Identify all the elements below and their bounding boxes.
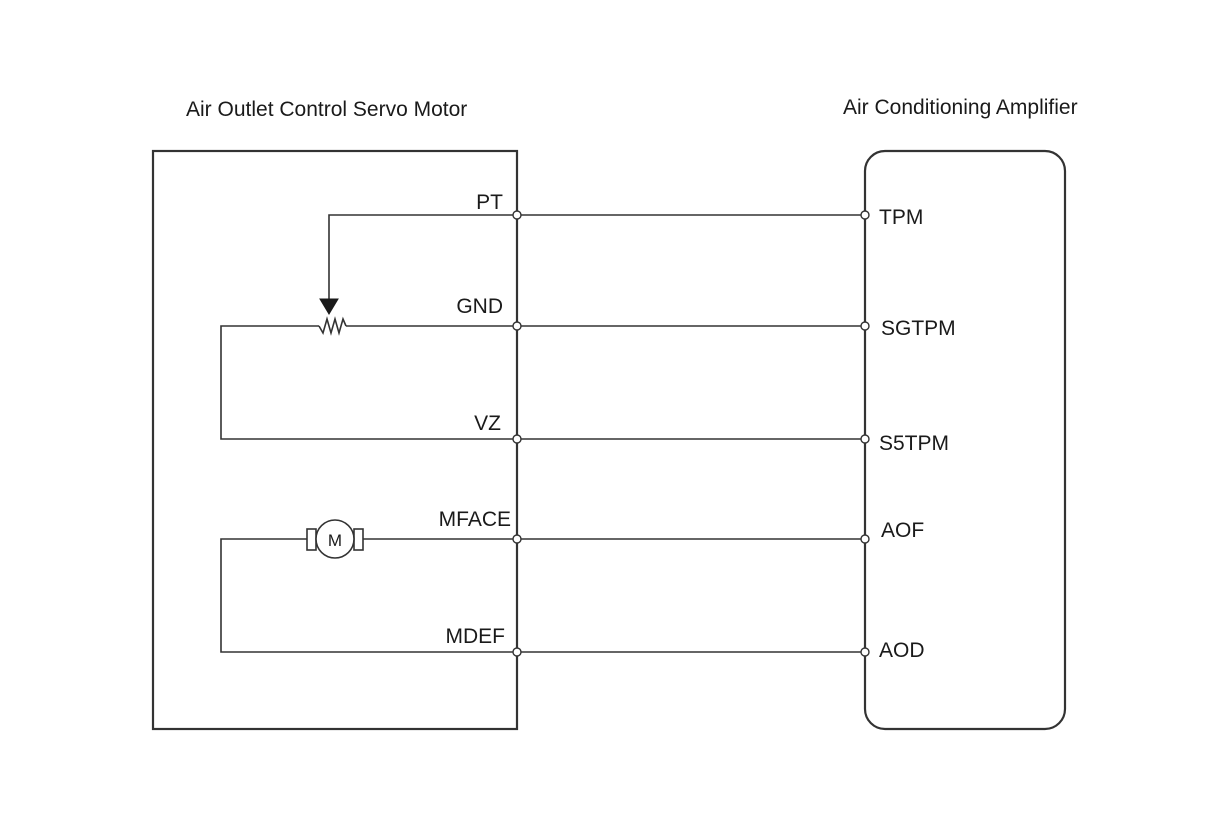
- vz-loop-wire: [220, 325, 517, 440]
- terminal-pt: [512, 210, 522, 220]
- terminal-sgtpm: [860, 321, 870, 331]
- potentiometer-icon: [318, 316, 347, 336]
- left-component-title: Air Outlet Control Servo Motor: [186, 98, 467, 121]
- terminal-aof: [860, 534, 870, 544]
- motor-icon: M: [306, 519, 364, 559]
- pin-label-aod: AOD: [879, 639, 925, 662]
- terminal-mdef: [512, 647, 522, 657]
- pin-label-mface: MFACE: [439, 508, 511, 531]
- wiper-arrow-icon: [319, 298, 339, 315]
- pin-label-sgtpm: SGTPM: [881, 317, 956, 340]
- terminal-gnd: [512, 321, 522, 331]
- motor-label: M: [328, 531, 342, 550]
- pin-label-mdef: MDEF: [446, 625, 506, 648]
- pin-label-aof: AOF: [881, 519, 924, 542]
- pin-label-pt: PT: [476, 191, 503, 214]
- terminal-aod: [860, 647, 870, 657]
- terminal-s5tpm: [860, 434, 870, 444]
- connection-wires: [517, 214, 865, 653]
- terminal-tpm: [860, 210, 870, 220]
- terminal-mface: [512, 534, 522, 544]
- wiper-wire: [328, 214, 517, 303]
- right-component-title: Air Conditioning Amplifier: [843, 96, 1078, 119]
- motor-circuit: M: [220, 519, 517, 653]
- right-pin-labels: TPM SGTPM S5TPM AOF AOD: [879, 206, 956, 662]
- pin-label-tpm: TPM: [879, 206, 923, 229]
- pin-label-s5tpm: S5TPM: [879, 432, 949, 455]
- terminal-vz: [512, 434, 522, 444]
- mdef-loop-wire: [220, 538, 517, 653]
- connector-nodes: [512, 210, 870, 657]
- left-pin-labels: PT GND VZ MFACE MDEF: [439, 191, 511, 648]
- pin-label-gnd: GND: [456, 295, 503, 318]
- pin-label-vz: VZ: [474, 412, 501, 435]
- potentiometer-circuit: [220, 214, 517, 440]
